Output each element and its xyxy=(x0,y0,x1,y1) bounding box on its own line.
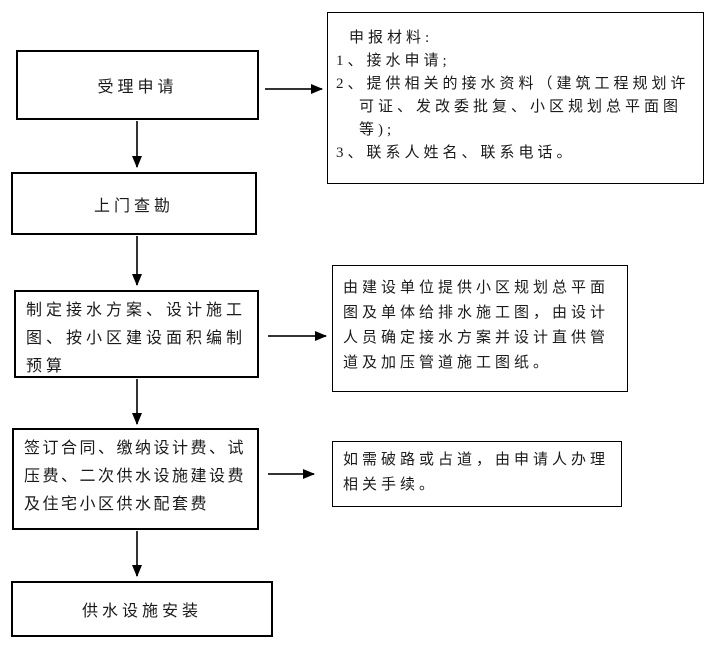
note-application-materials: 申报材料: 1、接水申请; 2、提供相关的接水资料（建筑工程规划许 可证、发改委… xyxy=(327,12,704,184)
note-road-permit: 如需破路或占道，由申请人办理 相关手续。 xyxy=(332,441,622,507)
step-facility-installation-label: 供水设施安装 xyxy=(81,603,202,620)
step-accept-application-label: 受理申请 xyxy=(97,79,178,96)
step-site-survey: 上门查勘 xyxy=(11,172,257,235)
note-design-explanation-line: 人员确定接水方案并设计直供管 xyxy=(343,330,610,346)
note-application-materials-line: 申报材料: xyxy=(349,30,434,46)
note-application-materials-line: 等); xyxy=(359,122,396,138)
note-design-explanation: 由建设单位提供小区规划总平面 图及单体给排水施工图，由设计 人员确定接水方案并设… xyxy=(332,265,628,392)
step-plan-and-budget-line: 预算 xyxy=(26,358,67,375)
note-road-permit-line: 如需破路或占道，由申请人办理 xyxy=(343,452,610,468)
step-sign-contract-pay-fees: 签订合同、缴纳设计费、试 压费、二次供水设施建设费 及住宅小区供水配套费 xyxy=(12,428,259,530)
note-application-materials-line: 1、接水申请; xyxy=(336,53,451,69)
step-site-survey-label: 上门查勘 xyxy=(93,197,174,215)
note-road-permit-line: 相关手续。 xyxy=(343,477,439,493)
step-sign-contract-line: 签订合同、缴纳设计费、试 xyxy=(24,440,247,457)
note-design-explanation-line: 道及加压管道施工图纸。 xyxy=(343,355,553,371)
step-sign-contract-line: 及住宅小区供水配套费 xyxy=(24,496,210,513)
note-application-materials-line: 2、提供相关的接水资料（建筑工程规划许 xyxy=(336,76,690,92)
step-sign-contract-line: 压费、二次供水设施建设费 xyxy=(24,468,247,485)
note-design-explanation-line: 图及单体给排水施工图，由设计 xyxy=(343,305,610,321)
step-facility-installation: 供水设施安装 xyxy=(11,581,273,637)
step-plan-and-budget: 制定接水方案、设计施工 图、按小区建设面积编制 预算 xyxy=(14,290,259,378)
step-plan-and-budget-line: 图、按小区建设面积编制 xyxy=(26,330,247,347)
note-design-explanation-line: 由建设单位提供小区规划总平面 xyxy=(343,280,610,296)
note-application-materials-line: 3、联系人姓名、联系电话。 xyxy=(336,145,576,161)
note-application-materials-line: 可证、发改委批复、小区规划总平面图 xyxy=(359,99,683,115)
step-accept-application: 受理申请 xyxy=(16,50,259,120)
step-plan-and-budget-line: 制定接水方案、设计施工 xyxy=(26,302,247,319)
